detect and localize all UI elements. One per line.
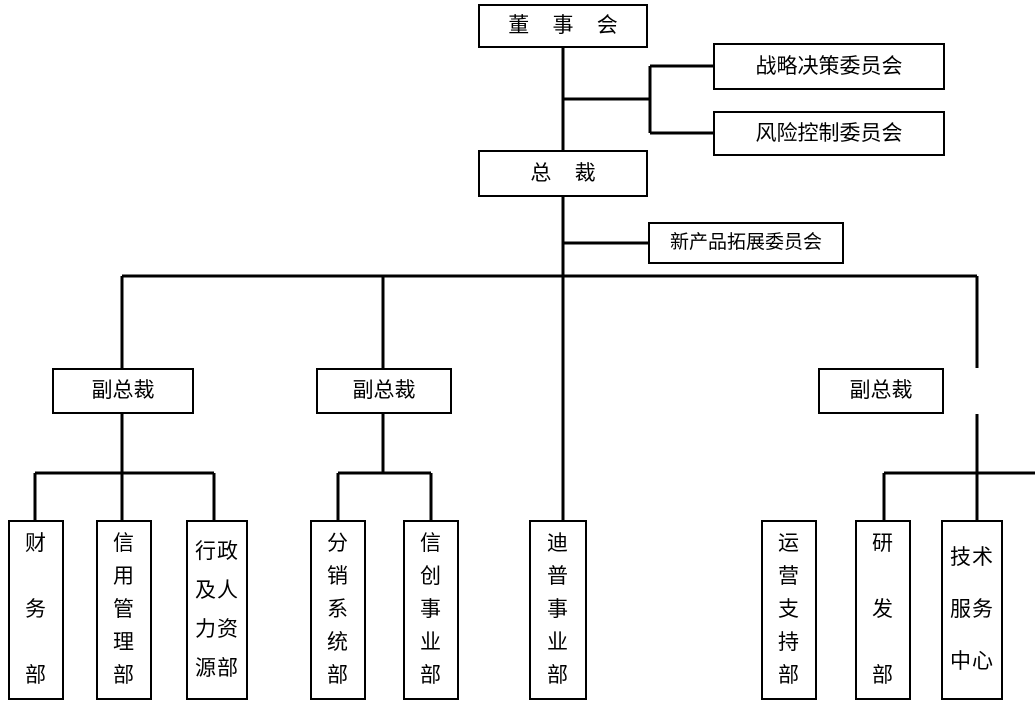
node-strategy-decision-committee[interactable]: 战略决策委员会 — [713, 43, 945, 90]
node-vice-president-3[interactable]: 副总裁 — [818, 368, 944, 414]
node-distribution-system-department-label: 分 销 系 统 部 — [327, 531, 349, 688]
node-board-of-directors[interactable]: 董 事 会 — [478, 4, 648, 48]
node-credit-management-department-label: 信 用 管 理 部 — [113, 531, 135, 688]
node-president[interactable]: 总 裁 — [478, 150, 648, 197]
node-president-label: 总 裁 — [530, 160, 605, 185]
node-board-of-directors-label: 董 事 会 — [508, 13, 627, 38]
node-credit-management-department[interactable]: 信 用 管 理 部 — [96, 520, 152, 700]
node-operations-support-department[interactable]: 运 营 支 持 部 — [761, 520, 817, 700]
node-vice-president-2[interactable]: 副总裁 — [316, 368, 452, 414]
node-technical-service-center[interactable]: 技术 服务 中心 — [941, 520, 1003, 700]
node-vice-president-2-label: 副总裁 — [352, 378, 416, 403]
node-dptech-business-department-label: 迪 普 事 业 部 — [547, 531, 569, 688]
node-xinchuang-business-department[interactable]: 信 创 事 业 部 — [403, 520, 459, 700]
node-vice-president-1-label: 副总裁 — [91, 378, 155, 403]
node-risk-control-committee-label: 风险控制委员会 — [755, 120, 903, 145]
node-technical-service-center-label: 技术 服务 中心 — [950, 545, 994, 674]
node-dptech-business-department[interactable]: 迪 普 事 业 部 — [529, 520, 587, 700]
node-vice-president-3-label: 副总裁 — [849, 378, 913, 403]
node-risk-control-committee[interactable]: 风险控制委员会 — [713, 111, 945, 156]
node-admin-hr-department[interactable]: 行政 及人 力资 源部 — [186, 520, 248, 700]
node-operations-support-department-label: 运 营 支 持 部 — [778, 531, 800, 688]
node-strategy-decision-committee-label: 战略决策委员会 — [755, 53, 903, 78]
node-distribution-system-department[interactable]: 分 销 系 统 部 — [310, 520, 366, 700]
node-xinchuang-business-department-label: 信 创 事 业 部 — [420, 531, 442, 688]
node-finance-department-label: 财 务 部 — [25, 531, 47, 688]
node-new-product-expansion-committee-label: 新产品拓展委员会 — [669, 232, 822, 254]
node-finance-department[interactable]: 财 务 部 — [8, 520, 64, 700]
node-new-product-expansion-committee[interactable]: 新产品拓展委员会 — [648, 222, 844, 264]
node-research-development-department[interactable]: 研 发 部 — [855, 520, 911, 700]
node-vice-president-1[interactable]: 副总裁 — [52, 368, 194, 414]
node-research-development-department-label: 研 发 部 — [872, 531, 894, 688]
node-admin-hr-department-label: 行政 及人 力资 源部 — [195, 538, 239, 680]
